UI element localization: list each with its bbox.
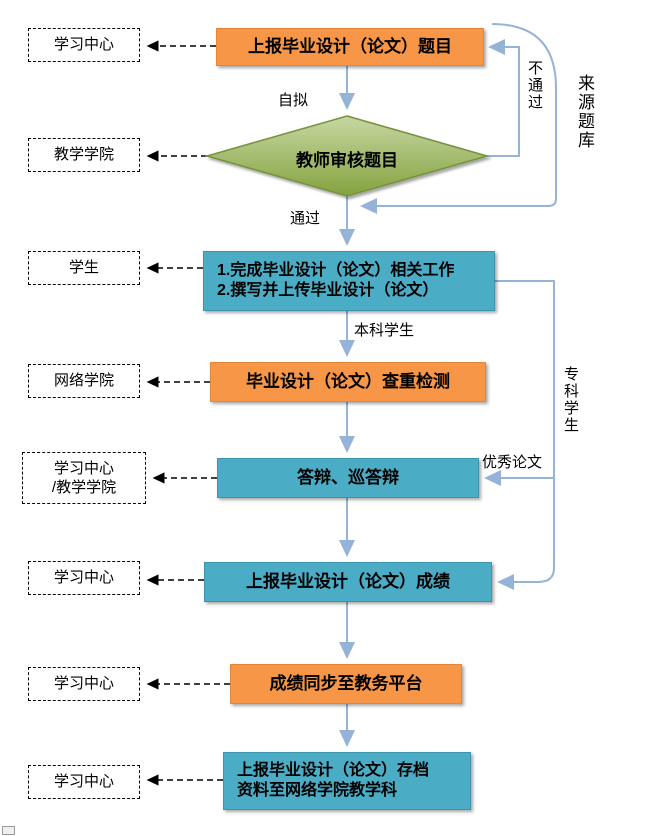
node-text: 毕业设计（论文）查重检测 bbox=[246, 372, 450, 392]
role-label-learning-center-3: 学习中心 bbox=[28, 667, 140, 701]
edge-label-self-proposed: 自拟 bbox=[278, 92, 309, 109]
role-label-learning-center-2: 学习中心 bbox=[28, 561, 140, 595]
page-corner-artifact bbox=[2, 826, 15, 835]
node-review-topic: 教师审核题目 bbox=[267, 146, 427, 171]
decision-diamond bbox=[204, 115, 490, 197]
node-defense: 答辩、巡答辩 bbox=[217, 458, 479, 498]
role-label-learning-center-1: 学习中心 bbox=[28, 28, 140, 62]
node-sync-grades: 成绩同步至教务平台 bbox=[230, 664, 462, 704]
role-label-text: 学生 bbox=[68, 259, 99, 277]
role-label-text: 教学学院 bbox=[53, 146, 114, 164]
role-label-text: 学习中心 bbox=[53, 773, 114, 791]
edge-label-not-passed: 不通过 bbox=[526, 60, 543, 111]
node-report-grades: 上报毕业设计（论文）成绩 bbox=[204, 562, 492, 602]
role-label-student: 学生 bbox=[28, 251, 140, 285]
node-text-line1: 1.完成毕业设计（论文）相关工作 bbox=[217, 262, 455, 279]
node-text-line1: 上报毕业设计（论文）存档 bbox=[237, 762, 430, 779]
role-label-learning-center-or-college: 学习中心 /教学学院 bbox=[22, 452, 146, 504]
role-label-text: 学习中心 bbox=[53, 569, 114, 587]
node-archive-materials: 上报毕业设计（论文）存档 资料至网络学院教学科 bbox=[223, 752, 471, 810]
node-text: 上报毕业设计（论文）题目 bbox=[248, 37, 452, 57]
edge-label-excellent: 优秀论文 bbox=[482, 454, 543, 471]
node-text: 成绩同步至教务平台 bbox=[269, 674, 423, 694]
arrow-junior-bypass bbox=[495, 280, 555, 590]
node-complete-work: 1.完成毕业设计（论文）相关工作 2.撰写并上传毕业设计（论文） bbox=[203, 251, 495, 311]
edge-label-undergrad: 本科学生 bbox=[354, 322, 415, 339]
node-plagiarism-check: 毕业设计（论文）查重检测 bbox=[210, 362, 486, 402]
role-label-text: 学习中心 bbox=[53, 36, 114, 54]
node-text-line2: 资料至网络学院教学科 bbox=[237, 782, 398, 799]
role-label-network-college: 网络学院 bbox=[28, 364, 140, 398]
role-label-text: 学习中心 bbox=[53, 459, 114, 477]
role-label-teaching-college: 教学学院 bbox=[28, 138, 140, 172]
role-label-learning-center-4: 学习中心 bbox=[28, 765, 140, 799]
role-label-text: /教学学院 bbox=[51, 479, 117, 496]
edge-label-junior: 专科学生 bbox=[562, 366, 579, 434]
node-text: 答辩、巡答辩 bbox=[297, 468, 399, 488]
role-label-text: 学习中心 bbox=[53, 675, 114, 693]
node-text: 教师审核题目 bbox=[296, 151, 398, 170]
edge-label-passed: 通过 bbox=[290, 210, 321, 227]
edge-label-question-bank: 来源题库 bbox=[575, 74, 594, 150]
node-text-line2: 2.撰写并上传毕业设计（论文） bbox=[217, 282, 439, 299]
arrow-not-passed-loop bbox=[487, 39, 520, 157]
arrow-from-question-bank bbox=[360, 23, 557, 214]
role-label-text: 网络学院 bbox=[53, 372, 114, 390]
node-report-topic: 上报毕业设计（论文）题目 bbox=[216, 28, 484, 66]
node-text: 上报毕业设计（论文）成绩 bbox=[246, 572, 450, 592]
